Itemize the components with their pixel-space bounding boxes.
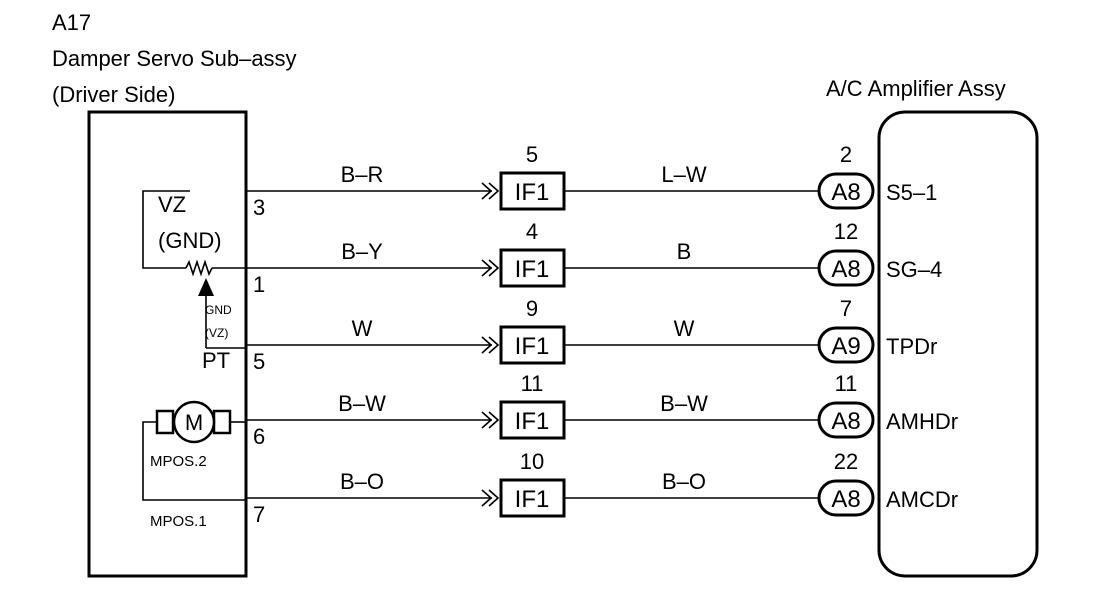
left-wire-color: B–Y	[341, 239, 383, 264]
connector-arrow-icon	[481, 411, 493, 429]
junction-box	[499, 400, 566, 440]
connector-pill	[817, 401, 875, 439]
junction-box	[499, 325, 566, 365]
terminal-label: AMHDr	[886, 409, 958, 434]
connector-label: A8	[831, 408, 860, 435]
amplifier-name: A/C Amplifier Assy	[826, 76, 1006, 101]
connector-arrow-icon	[488, 182, 500, 200]
amplifier-box	[877, 110, 1039, 578]
connector-pin: 12	[834, 219, 858, 244]
connector-arrow-icon	[481, 182, 493, 200]
connector-pill	[817, 172, 875, 210]
connector-pin: 11	[835, 371, 858, 396]
left-wire-color: B–O	[340, 469, 384, 494]
right-wire-color: W	[674, 316, 695, 341]
right-wire-color: B	[677, 239, 692, 264]
left-pin-number: 7	[253, 502, 265, 527]
junction-pin: 5	[526, 142, 538, 167]
connector-pill	[817, 249, 875, 287]
connector-label: A8	[831, 256, 860, 283]
connector-label: A8	[831, 486, 860, 513]
motor-icon	[172, 400, 216, 444]
damper-servo-box	[87, 110, 248, 578]
terminal-label: S5–1	[886, 180, 937, 205]
resistor-icon	[185, 259, 213, 277]
connector-pin: 22	[834, 449, 858, 474]
vz-label: VZ	[158, 192, 186, 217]
connector-arrow-icon	[488, 336, 500, 354]
junction-pin: 9	[526, 296, 538, 321]
left-pin-number: 5	[253, 349, 265, 374]
connector-pin: 7	[840, 296, 852, 321]
left-pin-number: 1	[253, 272, 265, 297]
junction-box	[499, 171, 566, 211]
connector-arrow-icon	[481, 489, 493, 507]
position-sensor-circuit	[142, 190, 246, 349]
component-name: Damper Servo Sub–assy	[52, 46, 297, 71]
wiper-arrow-icon	[198, 278, 214, 296]
connector-arrow-icon	[481, 259, 493, 277]
connector-pill	[817, 326, 875, 364]
connector-label: A9	[831, 333, 860, 360]
junction-label: IF1	[515, 256, 550, 283]
right-wire-color: B–O	[662, 469, 706, 494]
left-wire-color: B–R	[341, 162, 384, 187]
junction-box	[499, 248, 566, 288]
connector-arrow-icon	[488, 489, 500, 507]
motor-label: M	[185, 410, 203, 435]
junction-pin: 4	[526, 219, 538, 244]
vz-small-label: (VZ)	[205, 326, 228, 340]
junction-box	[499, 478, 566, 518]
gnd-small-label: GND	[205, 303, 232, 317]
component-side: (Driver Side)	[52, 82, 175, 107]
terminal-label: SG–4	[886, 257, 942, 282]
junction-label: IF1	[515, 333, 550, 360]
right-wire-color: B–W	[660, 391, 708, 416]
right-wire-color: L–W	[661, 162, 706, 187]
left-wire-color: B–W	[338, 391, 386, 416]
connector-pill	[817, 479, 875, 517]
motor-circuit	[142, 400, 246, 501]
gnd-label: (GND)	[158, 228, 222, 253]
mpos1-label: MPOS.1	[150, 513, 207, 530]
component-code: A17	[52, 10, 91, 35]
terminal-label: TPDr	[886, 334, 937, 359]
junction-label: IF1	[515, 179, 550, 206]
pt-label: PT	[202, 348, 230, 373]
junction-pin: 11	[521, 371, 544, 396]
connector-arrow-icon	[488, 259, 500, 277]
left-pin-number: 6	[253, 424, 265, 449]
connector-arrow-icon	[488, 411, 500, 429]
terminal-label: AMCDr	[886, 487, 958, 512]
mpos2-label: MPOS.2	[150, 453, 207, 470]
junction-pin: 10	[520, 449, 544, 474]
left-wire-color: W	[352, 316, 373, 341]
connector-arrow-icon	[481, 336, 493, 354]
junction-label: IF1	[515, 408, 550, 435]
junction-label: IF1	[515, 486, 550, 513]
connector-pin: 2	[840, 142, 852, 167]
left-pin-number: 3	[253, 195, 265, 220]
connector-label: A8	[831, 179, 860, 206]
